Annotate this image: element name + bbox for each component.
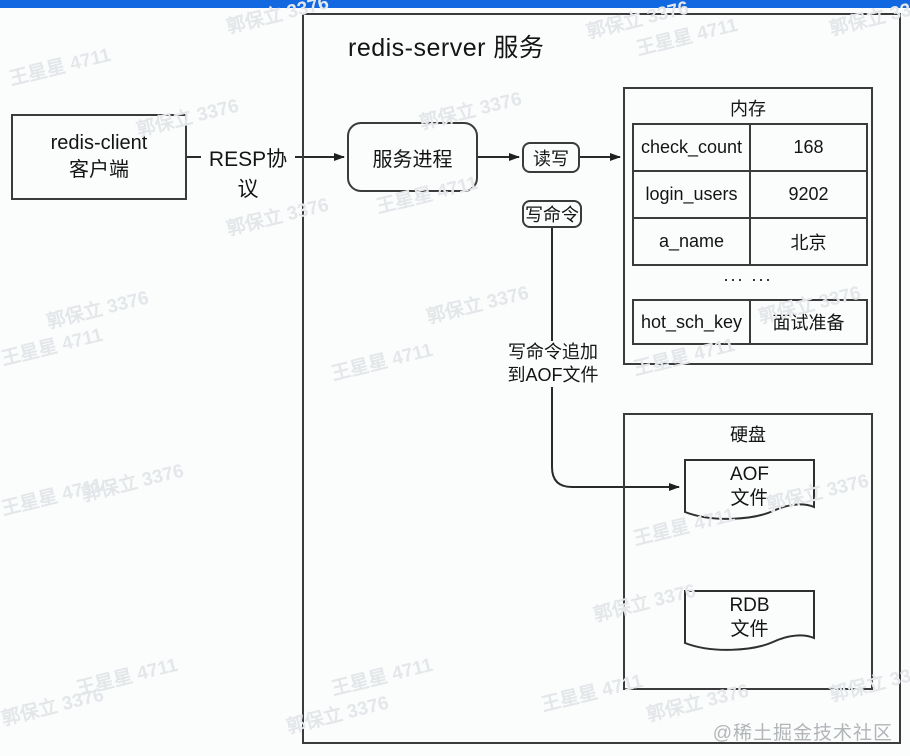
juejin-credit: @稀土掘金技术社区	[712, 723, 893, 744]
write-append-note-line1: 写命令追加	[508, 342, 598, 362]
write-append-note-line2: 到AOF文件	[507, 365, 599, 385]
server-process-box: 服务进程	[347, 122, 478, 192]
rdb-label-line2: 文件	[730, 619, 769, 640]
disk-box: 硬盘 AOF 文件 RDB 文件	[623, 413, 873, 690]
rdb-file-shape: RDB 文件	[684, 590, 815, 654]
client-label-line1: redis-client	[50, 132, 148, 154]
read-write-box: 读写	[522, 142, 580, 173]
server-process-label: 服务进程	[372, 148, 453, 171]
table-row: login_users 9202	[634, 172, 866, 219]
write-cmd-label: 写命令	[525, 205, 579, 225]
redis-client-box: redis-client 客户端	[11, 114, 187, 200]
memory-table: check_count 168 login_users 9202 a_name …	[632, 123, 868, 266]
top-accent-bar	[0, 0, 910, 8]
table-cell-value: 9202	[788, 184, 829, 204]
memory-title: 内存	[730, 99, 766, 119]
table-row: check_count 168	[634, 125, 866, 172]
document-icon	[684, 590, 815, 651]
redis-server-box	[302, 13, 901, 744]
document-icon	[684, 459, 815, 520]
writecmd-to-aof-arrow	[551, 228, 680, 491]
aof-label-line2: 文件	[730, 488, 769, 509]
aof-label-line1: AOF	[729, 464, 770, 485]
aof-file-shape: AOF 文件	[684, 459, 815, 523]
table-cell-key: hot_sch_key	[634, 301, 751, 343]
rdb-file-label: RDB 文件	[684, 594, 815, 642]
table-cell-key: login_users	[634, 172, 751, 217]
table-row: a_name 北京	[634, 219, 866, 264]
table-cell-value: 168	[793, 137, 824, 157]
hot-key-table: hot_sch_key 面试准备	[632, 299, 868, 345]
table-cell-value: 北京	[790, 232, 827, 253]
rdb-label-line1: RDB	[729, 595, 770, 616]
write-cmd-box: 写命令	[522, 200, 582, 228]
aof-file-label: AOF 文件	[684, 463, 815, 511]
table-row: hot_sch_key 面试准备	[634, 301, 866, 343]
memory-ellipsis: ... ...	[723, 265, 773, 285]
table-cell-value: 面试准备	[772, 313, 845, 333]
resp-protocol-label: RESP协议	[201, 143, 295, 203]
memory-box: 内存 check_count 168 login_users 9202 a_na…	[623, 87, 873, 365]
client-label-line2: 客户端	[69, 159, 129, 181]
table-cell-key: check_count	[634, 125, 751, 170]
read-write-label: 读写	[533, 148, 569, 169]
diagram-title: redis-server 服务	[348, 34, 545, 62]
write-append-note: 写命令追加 到AOF文件	[504, 341, 602, 387]
table-cell-key: a_name	[634, 219, 751, 264]
disk-title: 硬盘	[730, 425, 766, 445]
